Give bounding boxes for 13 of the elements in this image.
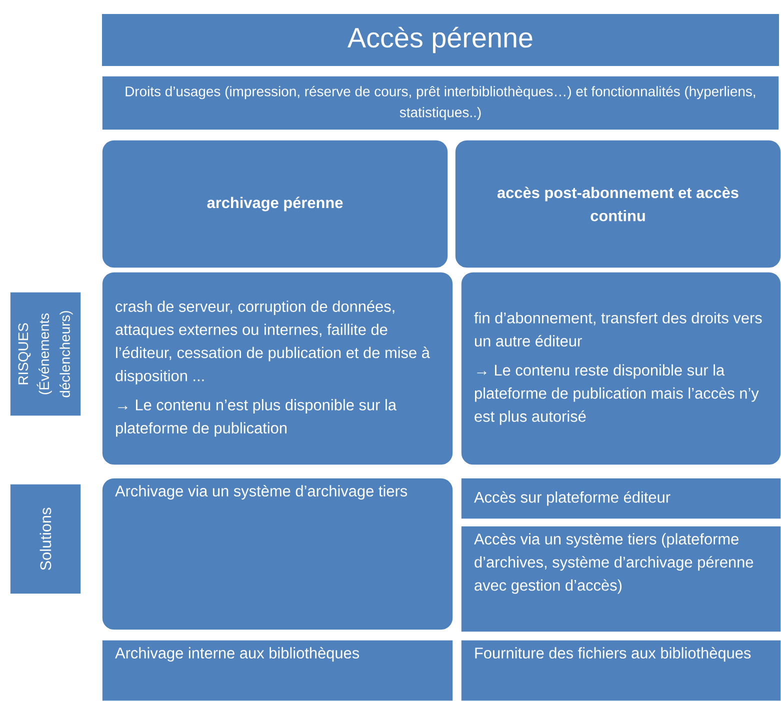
text-box: Fourniture des fichiers aux bibliothèques bbox=[460, 640, 781, 701]
text-box: Accès via un système tiers (plateforme d’archives, système d’archivage pérenne avec gestion d’accès) bbox=[460, 526, 781, 632]
column-header: accès post-abonnement et accès continu bbox=[454, 140, 781, 268]
column-header: archivage pérenne bbox=[102, 140, 448, 268]
side-label-box: RISQUES (Événements déclencheurs) bbox=[10, 292, 82, 416]
rights-box: Droits d’usages (impression, réserve de cours, prêt interbibliothèques…) et fonctionnalités (hyperliens, statistiques..) bbox=[102, 76, 780, 130]
text-box: Archivage interne aux bibliothèques bbox=[102, 640, 454, 701]
text-box: fin d’abonnement, transfert des droits vers un autre éditeur → Le contenu reste disponible sur la plateforme de publication mais l’accès n’y est plus autorisé bbox=[460, 272, 781, 466]
text-box: crash de serveur, corruption de données, attaques externes ou internes, faillite de l’éditeur, cessation de publication et de mise à disposition ... → Le contenu n’est plus disponible sur la plateforme de publication bbox=[102, 272, 454, 466]
title-box: Accès pérenne bbox=[102, 14, 779, 66]
text-box: Archivage via un système d’archivage tiers bbox=[102, 478, 454, 630]
side-label-box: Solutions bbox=[10, 484, 82, 594]
text-box: Accès sur plateforme éditeur bbox=[460, 478, 781, 520]
